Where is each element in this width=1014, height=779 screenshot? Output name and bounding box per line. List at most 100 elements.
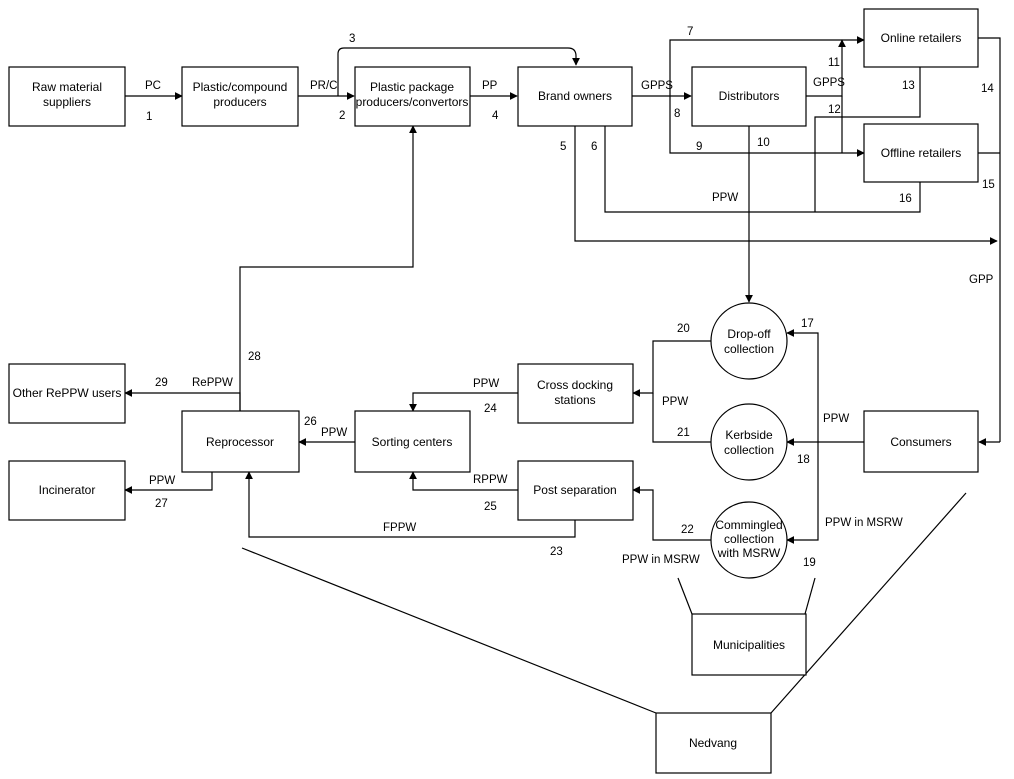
- flow-labels: PC PR/C PP GPPS GPPS PPW GPP PPW PPW in …: [145, 77, 994, 566]
- edge-27: [124, 472, 213, 494]
- consumers-label: Consumers: [890, 435, 951, 449]
- raw-material-suppliers-label-2: suppliers: [43, 95, 91, 109]
- offline-retailers-label: Offline retailers: [881, 146, 961, 160]
- cross-docking-stations-label-1: Cross docking: [537, 378, 613, 392]
- edge-19: [786, 442, 819, 544]
- flow-label-gpps-distributors: GPPS: [813, 77, 845, 89]
- edge-17: [786, 329, 819, 442]
- flow-number-26: 26: [304, 416, 317, 428]
- edge-22: [632, 486, 711, 541]
- nodes: Raw material suppliers Plastic/compound …: [8, 8, 979, 774]
- flow-number-19: 19: [803, 557, 816, 569]
- flow-label-pc: PC: [145, 80, 161, 92]
- flow-number-29: 29: [155, 377, 168, 389]
- plastic-package-producers-label-2: producers/convertors: [356, 95, 469, 109]
- drop-off-collection-label-2: collection: [724, 342, 774, 356]
- edge-7: [669, 36, 865, 96]
- flow-label-ppw-cross: PPW: [473, 378, 499, 390]
- flow-number-13: 13: [902, 80, 915, 92]
- edge-20: [632, 340, 711, 397]
- flow-label-ppw-sort: PPW: [321, 427, 347, 439]
- drop-off-collection-label-1: Drop-off: [727, 327, 771, 341]
- cross-docking-stations-label-2: stations: [554, 393, 595, 407]
- flow-number-20: 20: [677, 323, 690, 335]
- flow-number-28: 28: [248, 351, 261, 363]
- edge-9: [669, 96, 865, 157]
- flow-label-ppw-dropoff: PPW: [662, 396, 688, 408]
- node-incinerator: Incinerator: [8, 460, 126, 521]
- flow-number-8: 8: [674, 108, 680, 120]
- flow-number-24: 24: [484, 403, 497, 415]
- node-distributors: Distributors: [691, 66, 807, 127]
- flow-number-5: 5: [560, 141, 566, 153]
- node-drop-off-collection: Drop-off collection: [710, 302, 788, 380]
- node-offline-retailers: Offline retailers: [863, 123, 979, 183]
- municipalities-label: Municipalities: [713, 638, 785, 652]
- node-online-retailers: Online retailers: [863, 8, 979, 68]
- edge-nedvang-left: [241, 547, 657, 714]
- reprocessor-label: Reprocessor: [206, 435, 274, 449]
- flow-number-7: 7: [687, 26, 693, 38]
- edge-16: [604, 126, 921, 213]
- online-retailers-label: Online retailers: [881, 31, 962, 45]
- incinerator-label: Incinerator: [39, 483, 96, 497]
- plastic-compound-producers-label-2: producers: [213, 95, 266, 109]
- flow-label-prc: PR/C: [310, 80, 337, 92]
- flow-label-ppw-consumers: PPW: [823, 413, 849, 425]
- node-kerbside-collection: Kerbside collection: [710, 403, 788, 481]
- flow-label-pp: PP: [482, 80, 498, 92]
- edge-5: [574, 126, 998, 245]
- plastic-compound-producers-label-1: Plastic/compound: [193, 80, 288, 94]
- nedvang-label: Nedvang: [689, 736, 737, 750]
- flow-number-21: 21: [677, 427, 690, 439]
- flow-number-27: 27: [155, 498, 168, 510]
- flow-number-12: 12: [828, 104, 841, 116]
- commingled-collection-label-3: with MSRW: [717, 546, 781, 560]
- commingled-collection-label-1: Commingled: [715, 518, 782, 532]
- flow-label-fppw: FPPW: [383, 522, 416, 534]
- flow-number-16: 16: [899, 193, 912, 205]
- edge-28: [239, 125, 417, 411]
- flow-label-ppw-incin: PPW: [149, 475, 175, 487]
- flow-number-15: 15: [982, 179, 995, 191]
- raw-material-suppliers-label-1: Raw material: [32, 80, 102, 94]
- node-cross-docking-stations: Cross docking stations: [517, 363, 634, 424]
- flow-label-ppw-msrw-right: PPW in MSRW: [825, 517, 903, 529]
- flow-number-1: 1: [146, 111, 152, 123]
- flow-number-3: 3: [349, 33, 355, 45]
- edges: [124, 36, 1001, 714]
- flow-label-gpps-brand: GPPS: [641, 80, 673, 92]
- edge-3: [337, 47, 580, 96]
- flow-number-17: 17: [801, 318, 814, 330]
- edge-23: [245, 471, 576, 538]
- flow-number-9: 9: [696, 141, 702, 153]
- flow-label-reppw: RePPW: [192, 377, 233, 389]
- node-other-reppw-users: Other RePPW users: [8, 363, 126, 424]
- node-brand-owners: Brand owners: [517, 66, 633, 127]
- flow-number-23: 23: [550, 546, 563, 558]
- edge-29: [124, 389, 241, 411]
- node-commingled-collection: Commingled collection with MSRW: [710, 501, 788, 579]
- flow-number-14: 14: [981, 83, 994, 95]
- flow-label-gpp: GPP: [969, 274, 994, 286]
- plastic-package-producers-label-1: Plastic package: [370, 80, 454, 94]
- flow-numbers: 1 2 3 4 5 6 7 8 9 10 11 12 13 14 15 16 1…: [146, 26, 995, 569]
- brand-owners-label: Brand owners: [538, 89, 612, 103]
- flow-label-ppw-msrw-left: PPW in MSRW: [622, 554, 700, 566]
- edge-25: [409, 471, 518, 491]
- flow-number-10: 10: [757, 137, 770, 149]
- commingled-collection-label-2: collection: [724, 532, 774, 546]
- flow-label-rppw: RPPW: [473, 474, 508, 486]
- node-plastic-compound-producers: Plastic/compound producers: [181, 66, 299, 127]
- node-sorting-centers: Sorting centers: [354, 410, 471, 473]
- edge-21: [652, 393, 711, 443]
- edge-24: [409, 392, 518, 412]
- node-consumers: Consumers: [863, 410, 979, 473]
- edge-13: [814, 67, 921, 212]
- edge-municipality-right: [804, 577, 816, 615]
- node-municipalities: Municipalities: [691, 613, 807, 676]
- node-reprocessor: Reprocessor: [181, 410, 300, 473]
- flow-label-ppw-main: PPW: [712, 192, 738, 204]
